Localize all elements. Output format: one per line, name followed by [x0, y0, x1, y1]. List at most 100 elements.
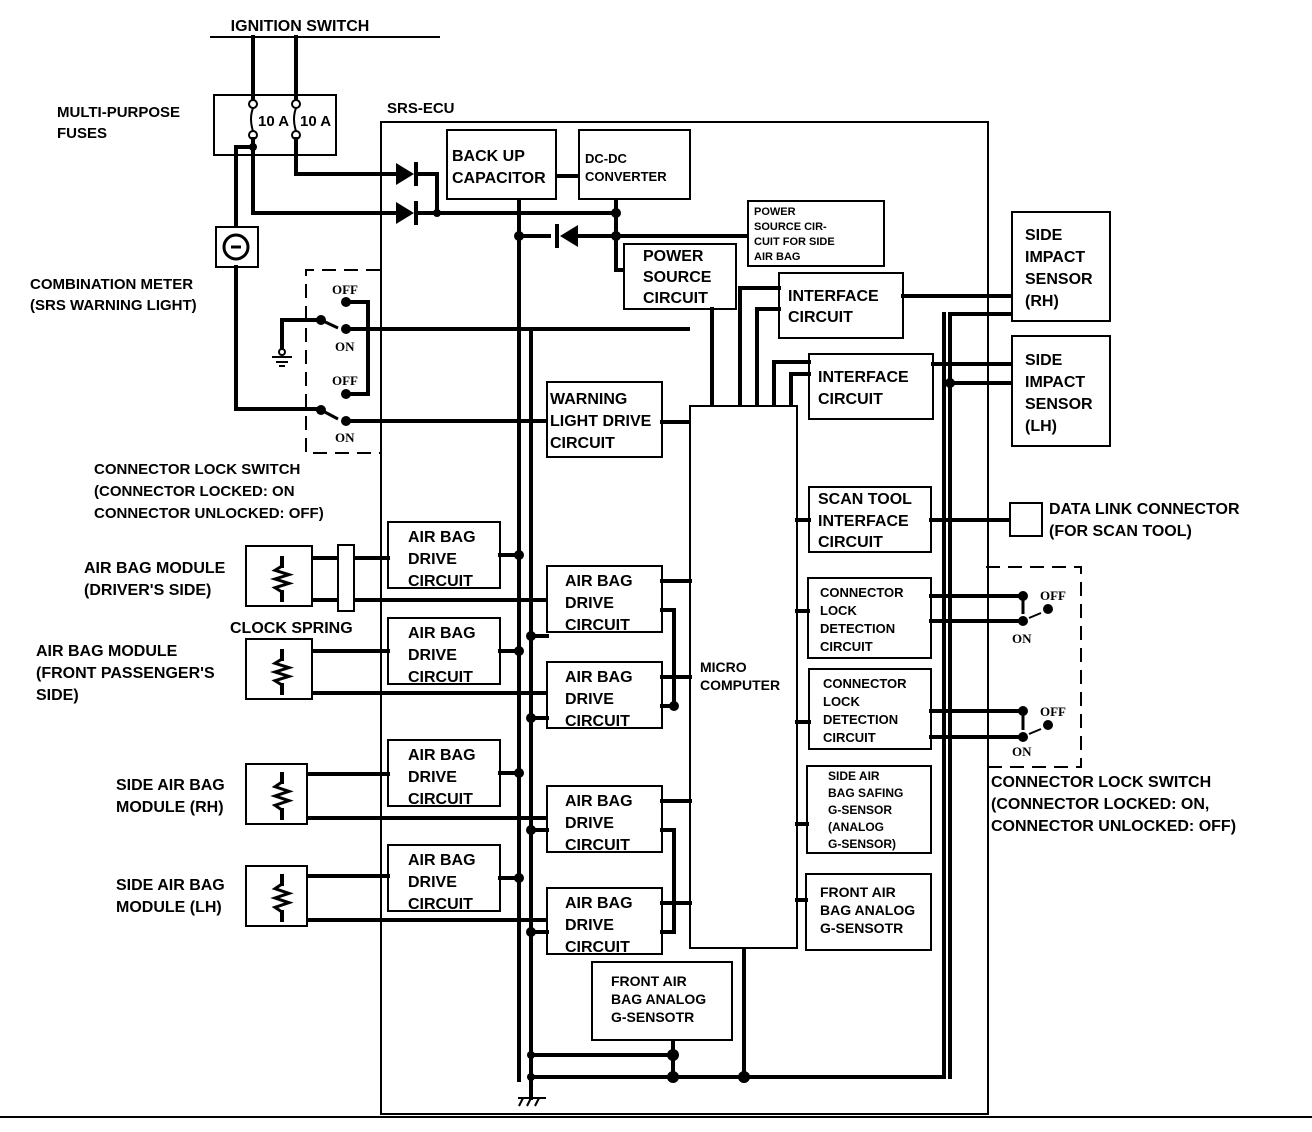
interface-circuit-rh-block: INTERFACE CIRCUIT	[778, 272, 904, 339]
side-rh-module-label-line1: SIDE AIR BAG	[116, 777, 225, 794]
switch-state-off: OFF	[1040, 704, 1066, 719]
block-label: DETECTION	[823, 712, 898, 727]
right-connector-lock-switch: OFF ON OFF ON CONNECTOR LOCK SWITCH (CON…	[929, 566, 1236, 835]
junction-dot	[669, 701, 679, 711]
block-label: AIR BAG	[565, 895, 633, 912]
left-connector-lock-switch: OFF ON OFF ON CONNECTOR LOCK SWITCH (CON…	[94, 269, 690, 522]
block-label: POWER	[754, 206, 796, 218]
block-label: G-SENSOTR	[820, 920, 903, 936]
block-label: CIRCUIT	[408, 791, 473, 808]
block-label: LOCK	[823, 694, 860, 709]
junction-dot	[667, 1049, 679, 1061]
block-label: INTERFACE	[818, 513, 909, 530]
block-label: INTERFACE	[788, 288, 879, 305]
block-label: DRIVE	[565, 815, 614, 832]
block-label: INTERFACE	[818, 369, 909, 386]
airbag-modules	[245, 545, 313, 927]
block-label: SCAN TOOL	[818, 491, 912, 508]
block-label: G-SENSOTR	[611, 1009, 694, 1025]
connector-lock-detection-block-2: CONNECTOR LOCK DETECTION CIRCUIT	[808, 668, 932, 750]
front-airbag-analog-g-sensor-block-bottom: FRONT AIR BAG ANALOG G-SENSOTR	[591, 961, 733, 1041]
block-label: AIR BAG	[565, 573, 633, 590]
block-label: CONNECTOR	[820, 585, 904, 600]
block-label: DETECTION	[820, 621, 895, 636]
block-label: AIR BAG	[408, 852, 476, 869]
sensor-label: SIDE	[1025, 227, 1063, 244]
block-label: DC-DC	[585, 151, 627, 166]
data-link-connector: DATA LINK CONNECTOR (FOR SCAN TOOL)	[1009, 501, 1240, 540]
sensor-label: (LH)	[1025, 418, 1057, 435]
junction-dot	[667, 1071, 679, 1083]
fuse-link-icon	[250, 107, 254, 132]
side-lh-module-label-line1: SIDE AIR BAG	[116, 877, 225, 894]
junction-dot	[514, 646, 524, 656]
switch-dashed-enclosure	[986, 566, 1082, 768]
block-label: DRIVE	[565, 691, 614, 708]
squib-resistor-icon	[270, 882, 294, 914]
airbag-module	[245, 545, 313, 607]
block-label: CIRCUIT	[823, 730, 876, 745]
junction-dot	[249, 143, 257, 151]
block-label: AIR BAG	[408, 529, 476, 546]
multi-purpose-fuses: 10 A 10 A MULTI-PURPOSE FUSES	[57, 35, 337, 156]
block-label: BAG SAFING	[828, 786, 903, 800]
switch-state-on: ON	[1012, 631, 1032, 646]
sensor-label: SIDE	[1025, 352, 1063, 369]
block-label: DRIVE	[408, 874, 457, 891]
front-airbag-analog-g-sensor-block-right: FRONT AIR BAG ANALOG G-SENSOTR	[805, 873, 932, 951]
block-label: DRIVE	[408, 647, 457, 664]
junction-dot	[611, 231, 621, 241]
side-impact-sensor-rh: SIDE IMPACT SENSOR (RH)	[1011, 211, 1111, 322]
block-label: FRONT AIR	[611, 973, 687, 989]
block-label: WARNING	[550, 391, 627, 408]
block-label: CIRCUIT	[788, 309, 853, 326]
right-switch-label-line1: CONNECTOR LOCK SWITCH	[991, 774, 1211, 791]
diode-icon	[555, 224, 578, 248]
block-label: DRIVE	[408, 769, 457, 786]
clock-spring-icon	[337, 544, 355, 612]
srs-ecu: SRS-ECU	[380, 100, 989, 1115]
block-label: LIGHT DRIVE	[550, 413, 652, 430]
warning-light-drive-block: WARNING LIGHT DRIVE CIRCUIT	[546, 381, 663, 458]
switch-state-off: OFF	[332, 373, 358, 388]
block-label: CIRCUIT	[408, 669, 473, 686]
sensor-label: IMPACT	[1025, 374, 1085, 391]
block-label: DRIVE	[565, 917, 614, 934]
switch-state-on: ON	[1012, 744, 1032, 759]
sensor-label: SENSOR	[1025, 396, 1093, 413]
fuses-label-line1: MULTI-PURPOSE	[57, 104, 180, 121]
block-label: CAPACITOR	[452, 170, 546, 187]
block-label: SOURCE CIR-	[754, 221, 827, 233]
block-label: AIR BAG	[565, 793, 633, 810]
data-link-connector-icon	[1009, 502, 1043, 537]
block-label: CONNECTOR	[823, 676, 907, 691]
meter-label-line1: COMBINATION METER	[30, 276, 193, 293]
block-label: CIRCUIT	[408, 896, 473, 913]
block-label: CIRCUIT	[550, 435, 615, 452]
fuse-link-icon	[293, 107, 297, 132]
switch-dashed-enclosure	[305, 269, 380, 454]
block-label: CIRCUIT	[643, 290, 708, 307]
squib-resistor-icon	[269, 657, 295, 687]
switch-state-off: OFF	[1040, 588, 1066, 603]
block-label: BACK UP	[452, 148, 525, 165]
power-source-side-airbag-block: POWER SOURCE CIR- CUIT FOR SIDE AIR BAG	[747, 200, 885, 267]
passenger-module-label-line3: SIDE)	[36, 687, 79, 704]
switch-contact-icon	[320, 318, 339, 330]
interface-circuit-lh-block: INTERFACE CIRCUIT	[808, 353, 934, 420]
passenger-module-label-line1: AIR BAG MODULE	[36, 643, 178, 660]
left-switch-label-line1: CONNECTOR LOCK SWITCH	[94, 461, 300, 478]
junction-dot	[526, 825, 536, 835]
junction-dot	[945, 378, 955, 388]
connector-lock-detection-block-1: CONNECTOR LOCK DETECTION CIRCUIT	[807, 577, 932, 659]
ignition-switch: IGNITION SWITCH	[210, 18, 440, 38]
microcomputer-block: MICRO COMPUTER	[689, 405, 798, 949]
sensor-label: (RH)	[1025, 293, 1059, 310]
passenger-module-label-line2: (FRONT PASSENGER'S	[36, 665, 215, 682]
side-rh-module-label-line2: MODULE (RH)	[116, 799, 224, 816]
switch-state-on: ON	[335, 339, 355, 354]
block-label: CIRCUIT	[565, 617, 630, 634]
